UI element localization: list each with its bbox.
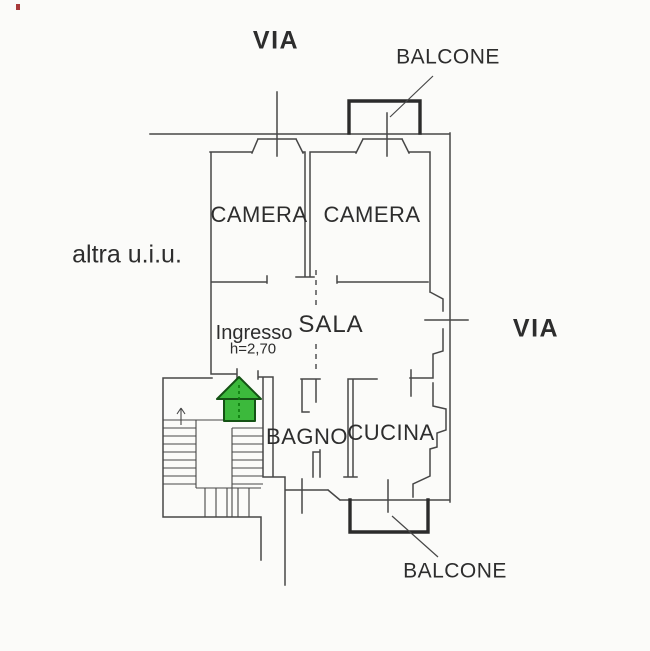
ceiling-height-label: h=2,70 <box>229 340 277 358</box>
entrance-marker-icon <box>216 376 262 422</box>
balcony-label-top: BALCONE <box>396 45 500 69</box>
balcony-label-bottom: BALCONE <box>403 559 507 583</box>
street-label-top: VIA <box>252 26 300 55</box>
bottom-balcony-leader-line <box>391 515 439 558</box>
top-balcony-leader-line <box>389 75 434 118</box>
stairs-up-arrow-icon <box>176 407 186 425</box>
room-label-bedroom-right: CAMERA <box>323 202 421 227</box>
room-label-living-room: SALA <box>298 311 364 338</box>
room-label-kitchen: CUCINA <box>347 420 435 445</box>
staircase <box>163 419 263 517</box>
room-label-entrance: Ingresso <box>215 322 293 344</box>
top-balcony-outline <box>347 99 422 135</box>
bottom-balcony-outline <box>348 498 430 534</box>
adjacent-unit-label: altra u.i.u. <box>72 240 182 269</box>
room-label-bedroom-left: CAMERA <box>210 202 308 227</box>
street-label-right: VIA <box>512 314 560 343</box>
room-label-bathroom: BAGNO <box>266 424 348 449</box>
walls-outline <box>149 91 469 586</box>
scan-artifact-dot <box>16 4 20 10</box>
